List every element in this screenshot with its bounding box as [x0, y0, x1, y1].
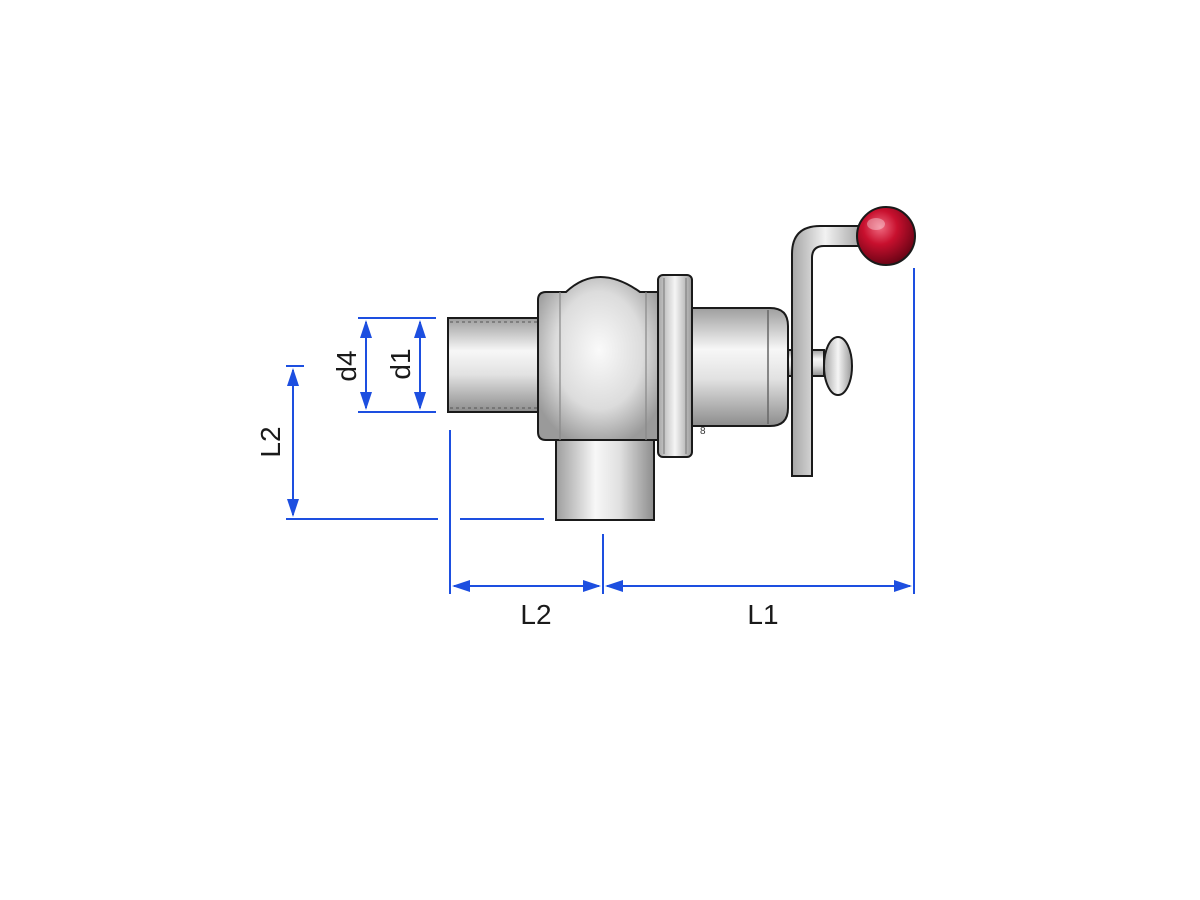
- dimension-l2-horizontal: L2: [452, 580, 601, 630]
- red-ball-knob-icon: [856, 206, 916, 266]
- svg-text:8: 8: [700, 426, 706, 437]
- dimension-d4: d4: [331, 320, 372, 410]
- outlet-pipe: [555, 435, 655, 521]
- dimension-d1: d1: [385, 320, 426, 410]
- thumb-wheel-icon: [823, 336, 853, 396]
- valve-housing: [537, 276, 661, 441]
- l2-horizontal-label: L2: [520, 599, 551, 630]
- valve-bonnet: 8: [691, 307, 789, 437]
- valve-flange: [657, 274, 693, 458]
- dimension-l2-vertical: L2: [255, 365, 544, 520]
- l2-vertical-label: L2: [255, 426, 286, 457]
- l1-label: L1: [747, 599, 778, 630]
- d4-label: d4: [331, 350, 362, 381]
- valve-body: 8: [447, 206, 916, 521]
- dimension-lines: d4 d1 L2 L2: [255, 268, 915, 630]
- d1-label: d1: [385, 348, 416, 379]
- dimension-l1: L1: [605, 580, 912, 630]
- inlet-pipe: [447, 317, 541, 413]
- lever-handle: [791, 206, 916, 477]
